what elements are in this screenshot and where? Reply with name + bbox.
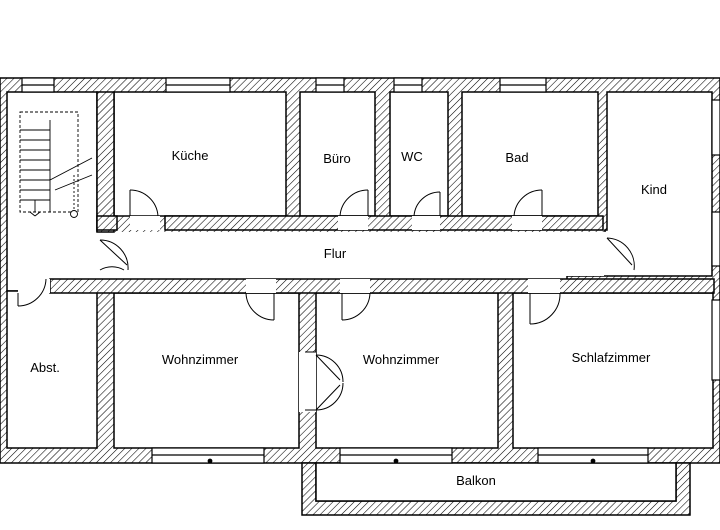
- label-abst: Abst.: [30, 360, 60, 375]
- corridor: [8, 93, 711, 276]
- label-wohnzimmer-1: Wohnzimmer: [162, 352, 239, 367]
- label-flur: Flur: [324, 246, 347, 261]
- windows-top: [21, 77, 547, 93]
- label-wc: WC: [401, 149, 423, 164]
- windows-right: [711, 99, 720, 381]
- doors: [17, 189, 635, 412]
- label-wohnzimmer-2: Wohnzimmer: [363, 352, 440, 367]
- label-balkon: Balkon: [456, 473, 496, 488]
- label-schlafzimmer: Schlafzimmer: [572, 350, 651, 365]
- windows-bottom: [151, 447, 649, 464]
- label-kind: Kind: [641, 182, 667, 197]
- label-buero: Büro: [323, 151, 350, 166]
- label-kueche: Küche: [172, 148, 209, 163]
- label-bad: Bad: [505, 150, 528, 165]
- room-labels: Küche Büro WC Bad Kind Flur Abst. Wohnzi…: [30, 148, 667, 488]
- staircase: [19, 111, 93, 218]
